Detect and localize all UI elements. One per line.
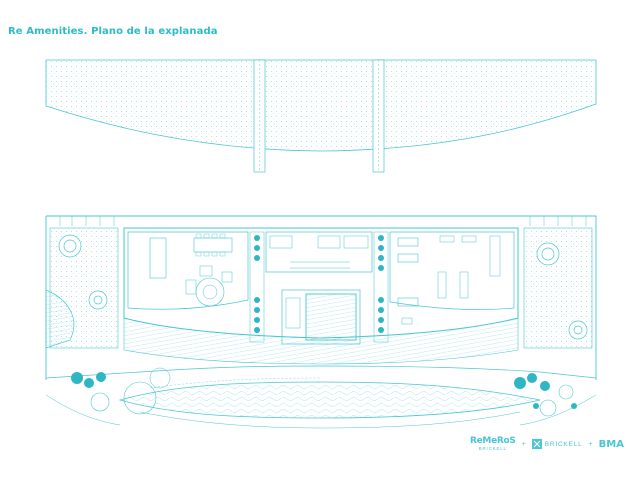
garden-trees xyxy=(45,234,588,349)
lower-landscape xyxy=(45,365,597,429)
plus-separator: + xyxy=(521,440,526,448)
brickell-mark-icon xyxy=(531,439,542,449)
plus-separator-2: + xyxy=(588,440,593,448)
bma-logo: BMA xyxy=(598,438,624,450)
roof-canopy xyxy=(45,59,597,173)
page-title: Re Amenities. Plano de la explanada xyxy=(8,26,218,37)
remeros-logo: ReMeRoS BRICKELL xyxy=(470,435,516,451)
brickell-logo: BRICKELL xyxy=(531,439,583,449)
teal-shrubs xyxy=(71,372,577,409)
corridor-planters xyxy=(254,235,384,333)
esplanade xyxy=(45,215,597,380)
logo-bar: ReMeRoS BRICKELL + BRICKELL + BMA xyxy=(470,432,635,456)
